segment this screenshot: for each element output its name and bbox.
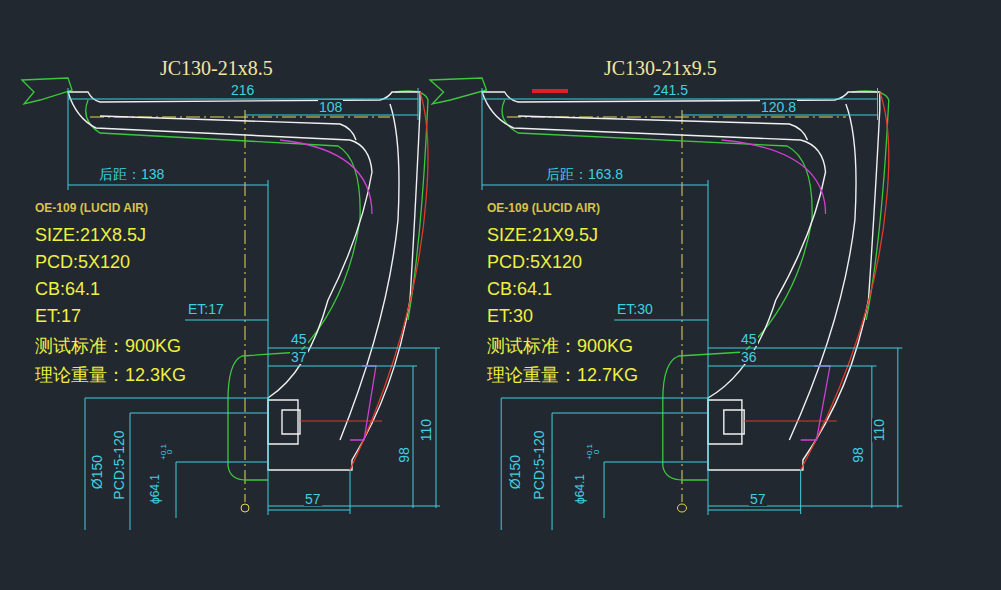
- spec-note: CB:64.1: [487, 280, 552, 298]
- red-marker: [532, 89, 568, 93]
- dimension: 216: [230, 83, 255, 97]
- dimension: 98: [851, 446, 865, 464]
- spec-note: PCD:5X120: [487, 253, 582, 271]
- spec-note: SIZE:21X8.5J: [35, 226, 146, 244]
- dimension: PCD:5-120: [532, 429, 546, 500]
- drawing-title: JC130-21x9.5: [604, 58, 717, 78]
- dimension: ET:30: [616, 302, 654, 316]
- dimension: 后距：138: [98, 167, 165, 181]
- drawing-title: JC130-21x8.5: [160, 58, 273, 78]
- spec-note: 理论重量：12.3KG: [35, 366, 186, 384]
- dimension: 37: [290, 350, 308, 364]
- dimension: 98: [397, 446, 411, 464]
- dimension: 后距：163.8: [545, 167, 624, 181]
- spec-note: 测试标准：900KG: [487, 337, 633, 355]
- dimension: ET:17: [187, 302, 225, 316]
- spec-note: CB:64.1: [35, 280, 100, 298]
- spec-note: 理论重量：12.7KG: [487, 366, 638, 384]
- spec-note: ET:17: [35, 307, 81, 325]
- spec-note: OE-109 (LUCID AIR): [35, 202, 148, 214]
- dimension: 120.8: [760, 100, 797, 114]
- dimension: Ø150: [508, 454, 522, 490]
- spec-note: OE-109 (LUCID AIR): [487, 202, 600, 214]
- dimension: 108: [318, 100, 343, 114]
- left-section: [22, 78, 440, 530]
- spec-note: ET:30: [487, 307, 533, 325]
- dimension: 45: [290, 332, 308, 346]
- right-section: [430, 78, 902, 530]
- dimension: 110: [419, 418, 433, 442]
- tolerance: 0: [166, 449, 174, 455]
- dimension: 36: [740, 350, 758, 364]
- tolerance: 0: [593, 449, 601, 455]
- dimension: 45: [740, 332, 758, 346]
- dimension: 57: [749, 492, 767, 506]
- dimension: 241.5: [652, 83, 689, 97]
- spec-note: SIZE:21X9.5J: [487, 226, 598, 244]
- spec-note: 测试标准：900KG: [35, 337, 181, 355]
- spec-note: PCD:5X120: [35, 253, 130, 271]
- dimension: Ø150: [90, 454, 104, 490]
- dimension: 110: [872, 418, 886, 442]
- dimension: ϕ64.1: [574, 473, 586, 505]
- dimension: PCD:5-120: [112, 429, 126, 500]
- dimension: 57: [304, 492, 322, 506]
- dimension: ϕ64.1: [149, 473, 161, 505]
